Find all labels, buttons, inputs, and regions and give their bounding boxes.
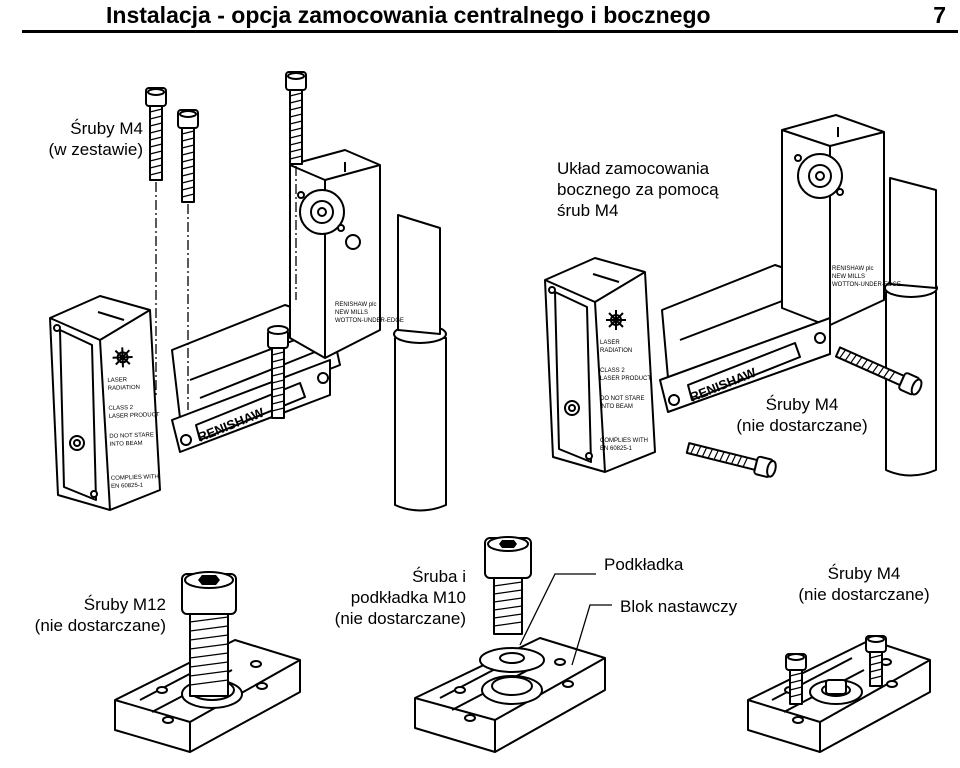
svg-text:RADIATION: RADIATION [108, 385, 140, 392]
block-m10 [414, 536, 606, 753]
svg-text:DO NOT STARE: DO NOT STARE [109, 432, 154, 440]
page-title: Instalacja - opcja zamocowania centralne… [106, 2, 711, 28]
svg-text:NEW MILLS: NEW MILLS [335, 310, 368, 316]
label-spacer-block: Blok nastawczy [620, 597, 738, 616]
svg-text:EN 60825-1: EN 60825-1 [600, 446, 633, 452]
svg-text:LASER PRODUCT: LASER PRODUCT [109, 412, 161, 420]
right-side-screws [685, 346, 923, 478]
header-rule [22, 30, 958, 33]
svg-text:RADIATION: RADIATION [600, 348, 632, 354]
left-receiver-housing: RENISHAW plc NEW MILLS WOTTON-UNDER-EDGE [289, 149, 404, 359]
block-m4 [747, 635, 931, 753]
svg-text:COMPLIES WITH: COMPLIES WITH [600, 438, 648, 444]
page-number: 7 [933, 2, 946, 28]
svg-text:NEW MILLS: NEW MILLS [832, 274, 865, 280]
left-transmitter-housing: LASER RADIATION CLASS 2 LASER PRODUCT DO… [49, 295, 161, 511]
svg-text:WOTTON-UNDER-EDGE: WOTTON-UNDER-EDGE [335, 318, 404, 324]
right-unit-drawing: RENISHAW plc NEW MILLS WOTTON-UNDER-EDGE… [544, 114, 938, 478]
svg-text:RENISHAW plc: RENISHAW plc [832, 266, 873, 272]
svg-text:LASER: LASER [107, 377, 128, 384]
label-screws-m4-right: Śruby M4 (nie dostarczane) [736, 395, 868, 435]
left-center-screw [267, 325, 289, 419]
right-transmitter-housing: LASER RADIATION CLASS 2 LASER PRODUCT DO… [544, 257, 656, 473]
label-washer: Podkładka [604, 555, 684, 574]
svg-text:INTO BEAM: INTO BEAM [110, 441, 143, 448]
label-side-mount: Układ zamocowania bocznego za pomocą śru… [557, 159, 719, 220]
label-screws-m12: Śruby M12 (nie dostarczane) [34, 595, 166, 635]
svg-text:COMPLIES WITH: COMPLIES WITH [111, 474, 159, 482]
page-header: Instalacja - opcja zamocowania centralne… [0, 0, 960, 40]
right-receiver-housing: RENISHAW plc NEW MILLS WOTTON-UNDER-EDGE [781, 114, 901, 327]
label-screw-washer: Śruba i podkładka M10 (nie dostarczane) [334, 567, 466, 628]
svg-text:CLASS 2: CLASS 2 [600, 368, 625, 374]
svg-text:DO NOT STARE: DO NOT STARE [600, 396, 644, 402]
svg-text:LASER PRODUCT: LASER PRODUCT [600, 376, 651, 382]
label-screws-included: Śruby M4 (w zestawie) [48, 119, 143, 159]
svg-text:RENISHAW plc: RENISHAW plc [335, 302, 376, 308]
svg-text:WOTTON-UNDER-EDGE: WOTTON-UNDER-EDGE [832, 282, 901, 288]
left-unit-drawing: RENISHAW plc NEW MILLS WOTTON-UNDER-EDGE… [49, 71, 447, 512]
right-post [884, 177, 938, 477]
svg-text:LASER: LASER [600, 340, 620, 346]
svg-text:INTO BEAM: INTO BEAM [600, 404, 633, 410]
label-screws-m4-bottom: Śruby M4 (nie dostarczane) [798, 564, 930, 604]
left-insert-screws [145, 71, 307, 410]
svg-text:CLASS 2: CLASS 2 [108, 405, 134, 412]
block-m12 [114, 571, 301, 753]
svg-text:EN 60825-1: EN 60825-1 [111, 483, 144, 490]
left-post [393, 214, 447, 512]
